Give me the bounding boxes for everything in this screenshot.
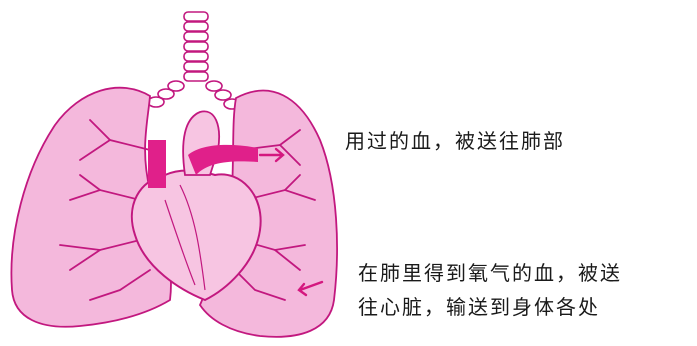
caption-oxygen-blood: 在肺里得到氧气的血，被送 往心脏，输送到身体各处: [358, 256, 622, 324]
caption-oxygen-blood-line2: 往心脏，输送到身体各处: [358, 290, 622, 324]
left-vessel: [148, 140, 166, 188]
caption-used-blood: 用过的血，被送往肺部: [345, 124, 565, 158]
trachea: [148, 12, 240, 109]
caption-oxygen-blood-line1: 在肺里得到氧气的血，被送: [358, 256, 622, 290]
